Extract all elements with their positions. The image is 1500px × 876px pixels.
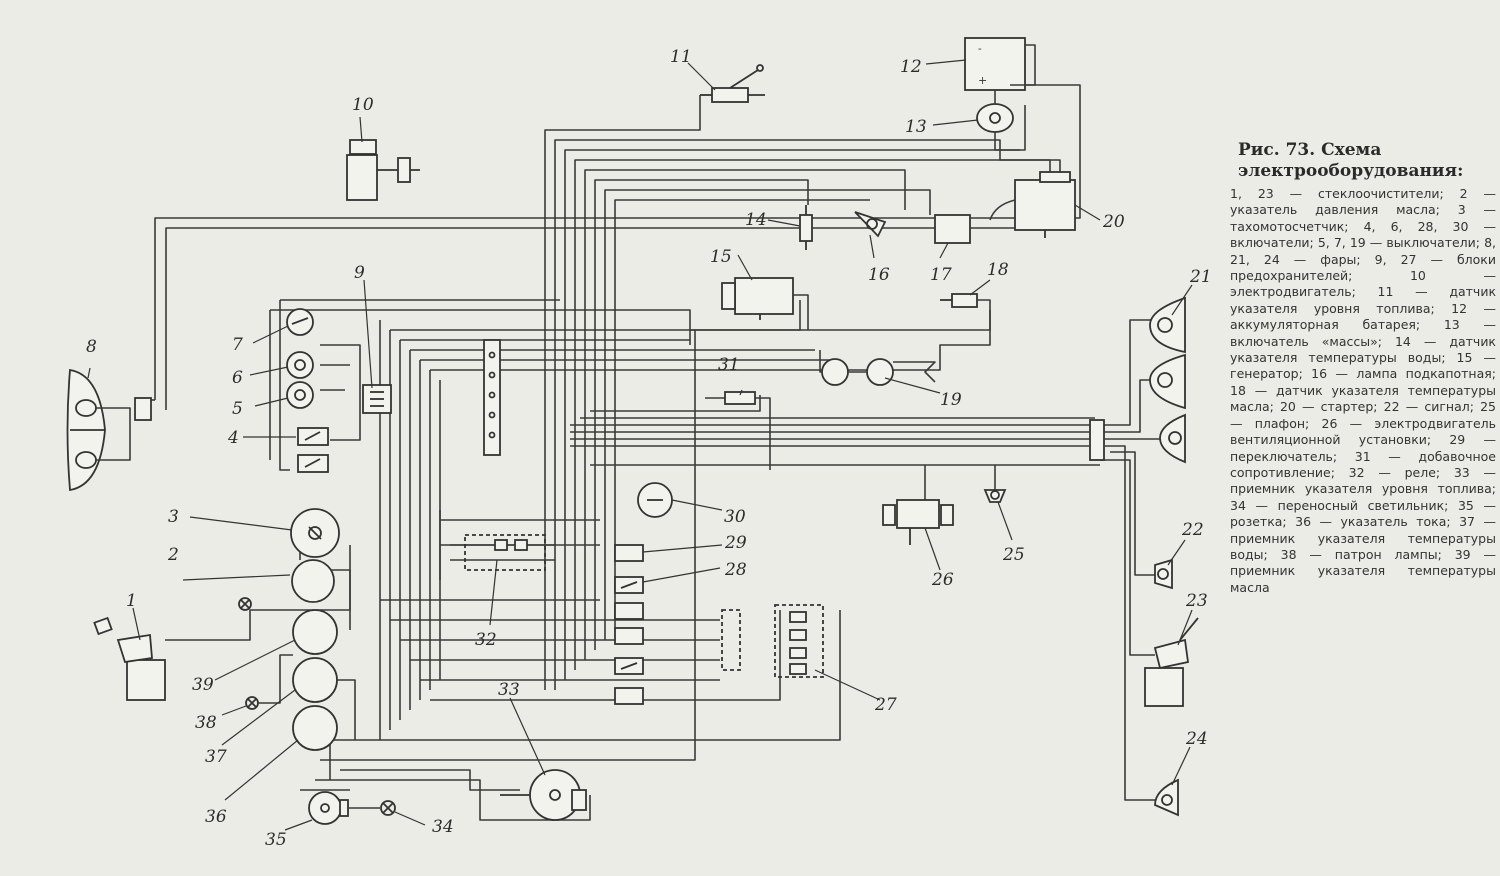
label-10: 10 xyxy=(352,95,374,115)
label-38: 38 xyxy=(195,713,217,733)
component-9-fuse-block xyxy=(362,384,392,414)
component-38-lamp-socket xyxy=(238,597,293,710)
component-16-underhood-lamp xyxy=(854,211,887,238)
label-26: 26 xyxy=(931,570,954,590)
component-22-horn xyxy=(1154,558,1173,590)
component-31-resistor xyxy=(724,391,756,405)
component-24-headlight xyxy=(1154,778,1179,817)
label-21: 21 xyxy=(1189,267,1212,287)
label-35: 35 xyxy=(265,830,287,850)
caption-legend: 1, 23 — стеклоочистители; 2 — указатель … xyxy=(1230,186,1496,595)
label-14: 14 xyxy=(745,210,767,230)
label-9: 9 xyxy=(354,263,365,283)
label-19: 19 xyxy=(940,390,962,410)
component-2-oil-pressure-gauge xyxy=(291,559,335,603)
label-2: 2 xyxy=(167,545,179,565)
label-22: 22 xyxy=(1181,520,1204,540)
label-24: 24 xyxy=(1185,729,1208,749)
component-23-wiper xyxy=(1144,617,1199,707)
component-8-headlights xyxy=(66,368,152,492)
component-21-headlights xyxy=(1089,296,1186,464)
svg-text:-: - xyxy=(978,42,982,55)
label-1: 1 xyxy=(126,591,137,611)
component-28-29-switches xyxy=(614,544,644,705)
label-16: 16 xyxy=(868,265,890,285)
terminal-strip xyxy=(483,339,501,456)
component-15-generator xyxy=(721,277,809,330)
component-30-switch xyxy=(637,482,673,518)
label-29: 29 xyxy=(724,533,747,553)
component-32-relay xyxy=(464,534,546,571)
leader-lines xyxy=(87,59,1193,831)
label-11: 11 xyxy=(670,47,692,67)
label-33: 33 xyxy=(498,680,520,700)
label-28: 28 xyxy=(724,560,747,580)
label-27: 27 xyxy=(874,695,897,715)
caption-title: Рис. 73. Схема электрооборудования: xyxy=(1238,140,1464,181)
label-7: 7 xyxy=(232,335,243,355)
component-5-switch xyxy=(286,381,314,409)
label-31: 31 xyxy=(718,355,740,375)
label-30: 30 xyxy=(724,507,746,527)
component-39-oil-temp-receiver xyxy=(292,609,338,655)
component-3-tachometer xyxy=(290,508,340,558)
label-17: 17 xyxy=(930,265,952,285)
label-32: 32 xyxy=(475,630,497,650)
svg-text:+: + xyxy=(978,74,987,87)
label-8: 8 xyxy=(86,337,97,357)
label-12: 12 xyxy=(900,57,922,77)
label-5: 5 xyxy=(232,399,243,419)
component-19-switches xyxy=(819,350,936,386)
component-33-fuel-receiver xyxy=(500,769,587,821)
component-26-fan-motor xyxy=(882,499,954,545)
component-34-portable-lamp xyxy=(348,800,396,816)
component-13-mass-switch xyxy=(976,90,1026,151)
label-37: 37 xyxy=(205,747,227,767)
component-14-water-temp-sensor xyxy=(799,205,813,250)
component-37-water-temp-receiver xyxy=(292,657,338,703)
label-36: 36 xyxy=(205,807,227,827)
label-6: 6 xyxy=(232,368,243,388)
label-3: 3 xyxy=(168,507,179,527)
label-39: 39 xyxy=(192,675,214,695)
label-20: 20 xyxy=(1102,212,1125,232)
component-11-fuel-sender xyxy=(700,64,765,103)
label-13: 13 xyxy=(905,117,927,137)
wiring-harness xyxy=(140,95,1165,821)
component-17 xyxy=(934,214,971,244)
component-7-switch xyxy=(286,308,314,336)
component-6-switch xyxy=(286,351,314,379)
component-18-oil-temp-sensor xyxy=(690,293,991,331)
component-1-wiper xyxy=(93,616,166,701)
component-36-ammeter xyxy=(292,705,338,751)
label-23: 23 xyxy=(1185,591,1208,611)
component-25-dome-lamp xyxy=(983,489,1007,503)
component-10-electric-motor xyxy=(346,139,420,201)
figure-caption: Рис. 73. Схема электрооборудования: 1, 2… xyxy=(1230,140,1496,596)
label-34: 34 xyxy=(432,817,454,837)
label-18: 18 xyxy=(987,260,1009,280)
component-4-switches xyxy=(297,427,329,473)
callout-numbers: 1 2 3 4 5 6 7 8 9 10 11 12 13 14 15 16 1… xyxy=(86,47,1212,850)
label-15: 15 xyxy=(710,247,732,267)
component-27-fuse-block xyxy=(721,604,824,678)
label-4: 4 xyxy=(227,428,239,448)
component-12-battery: - + xyxy=(964,37,1081,165)
component-35-socket xyxy=(308,791,349,825)
label-25: 25 xyxy=(1002,545,1025,565)
